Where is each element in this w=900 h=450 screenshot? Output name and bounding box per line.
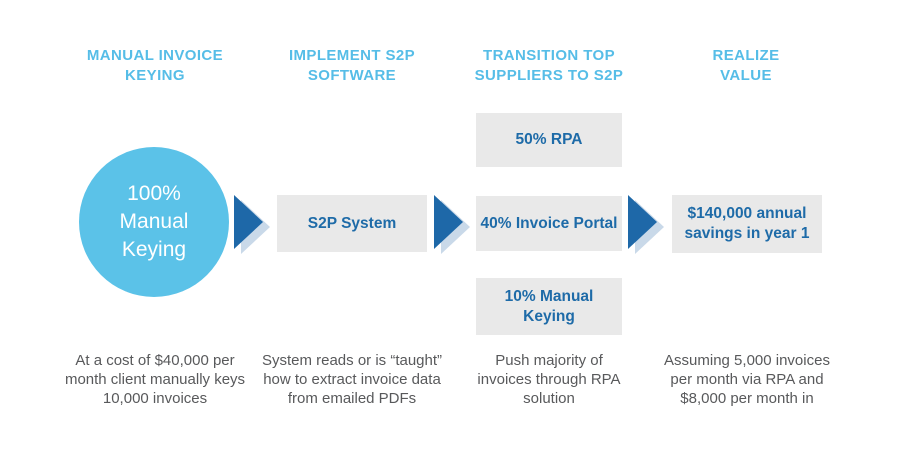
arrow-right-icon (434, 195, 463, 249)
s2p-system-box: S2P System (277, 195, 427, 252)
arrow-right-icon (628, 195, 657, 249)
caption-transition-top-suppliers: Push majority of invoices through RPA so… (477, 352, 621, 407)
flow-arrow-2 (434, 195, 472, 257)
column-header-realize-value: REALIZE VALUE (712, 47, 780, 84)
invoice-portal-40-box: 40% Invoice Portal (476, 196, 622, 251)
annual-savings-box: $140,000 annual savings in year 1 (672, 195, 822, 253)
column-header-transition-top-suppliers: TRANSITION TOP SUPPLIERS TO S2P (474, 47, 624, 84)
manual-keying-circle: 100% Manual Keying (79, 147, 229, 297)
rpa-50-box: 50% RPA (476, 113, 622, 167)
caption-manual-invoice-keying: At a cost of $40,000 per month client ma… (64, 352, 246, 407)
manual-keying-circle-label: 100% Manual Keying (119, 182, 189, 261)
caption-implement-s2p-software: System reads or is “taught” how to extra… (261, 352, 443, 407)
column-header-manual-invoice-keying: MANUAL INVOICE KEYING (86, 47, 224, 84)
flow-arrow-1 (234, 195, 272, 257)
column-header-implement-s2p-software: IMPLEMENT S2P SOFTWARE (288, 47, 416, 84)
manual-keying-10-box: 10% Manual Keying (476, 278, 622, 335)
flow-arrow-3 (628, 195, 666, 257)
arrow-right-icon (234, 195, 263, 249)
caption-realize-value: Assuming 5,000 invoices per month via RP… (664, 352, 830, 407)
